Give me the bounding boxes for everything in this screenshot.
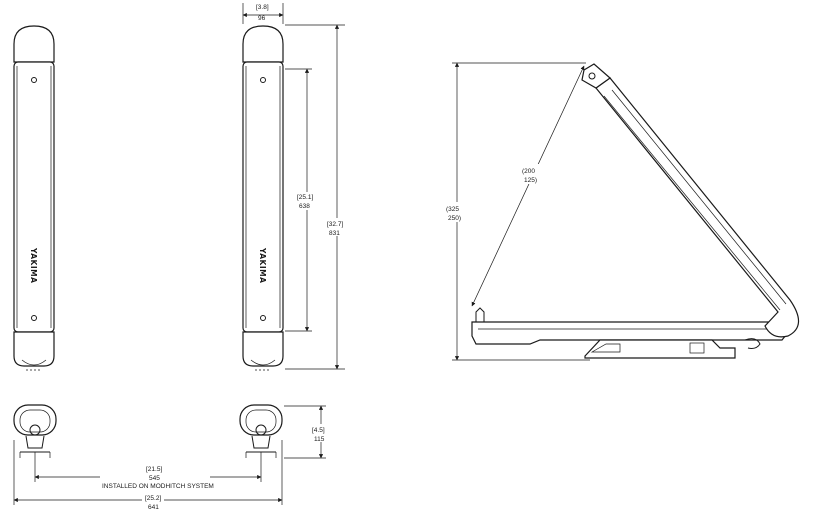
- dim-overall-length-in: [32.7]: [327, 221, 343, 228]
- front-view-endcap: [13, 331, 55, 367]
- dim-arm-length-mm: 125): [524, 177, 537, 184]
- dim-inner-length-in: [25.1]: [297, 194, 313, 201]
- side-view-tube: [242, 61, 284, 333]
- side-view-logo: YAKIMA: [258, 247, 267, 283]
- dim-inner-length-mm: 638: [299, 203, 310, 210]
- dim-end-height-mm: 115: [314, 436, 325, 443]
- front-view-tube: [13, 61, 55, 333]
- dim-end-height-in: [4.5]: [312, 427, 325, 434]
- front-view-rivet-bottom: [31, 315, 37, 321]
- open-profile-view: (200 125) (325 250): [445, 62, 800, 361]
- front-view: YAKIMA: [13, 25, 55, 371]
- end-view-left-upright: [13, 404, 57, 462]
- dim-overall-spacing-mm: 641: [148, 504, 159, 511]
- dim-arm-length-in: (200: [522, 168, 535, 175]
- end-view: [4.5] 115 [21.5] 545 INSTALLED ON MODHIT…: [13, 404, 329, 512]
- hitch-mount: [584, 339, 736, 359]
- dim-open-height-mm: 250): [448, 215, 461, 222]
- dim-inner-spacing-in: [21.5]: [146, 466, 162, 473]
- side-view: YAKIMA [3.8] 96 [25.1] 638 [32.7] 831: [242, 3, 348, 371]
- install-note: INSTALLED ON MODHITCH SYSTEM: [102, 483, 214, 490]
- dim-inner-spacing-mm: 545: [149, 475, 160, 482]
- front-view-cap: [13, 25, 55, 63]
- dim-overall-length-mm: 831: [329, 230, 340, 237]
- front-view-logo: YAKIMA: [29, 247, 38, 283]
- dim-top-width-mm: 96: [258, 15, 266, 22]
- dim-open-height-in: (325: [446, 206, 459, 213]
- front-view-rivet-top: [31, 77, 37, 83]
- end-view-right-upright: [239, 404, 283, 462]
- dim-overall-spacing-in: [25.2]: [145, 495, 161, 502]
- dim-top-width-in: [3.8]: [256, 4, 269, 11]
- angled-arm: [595, 77, 800, 338]
- side-view-cap: [242, 25, 284, 63]
